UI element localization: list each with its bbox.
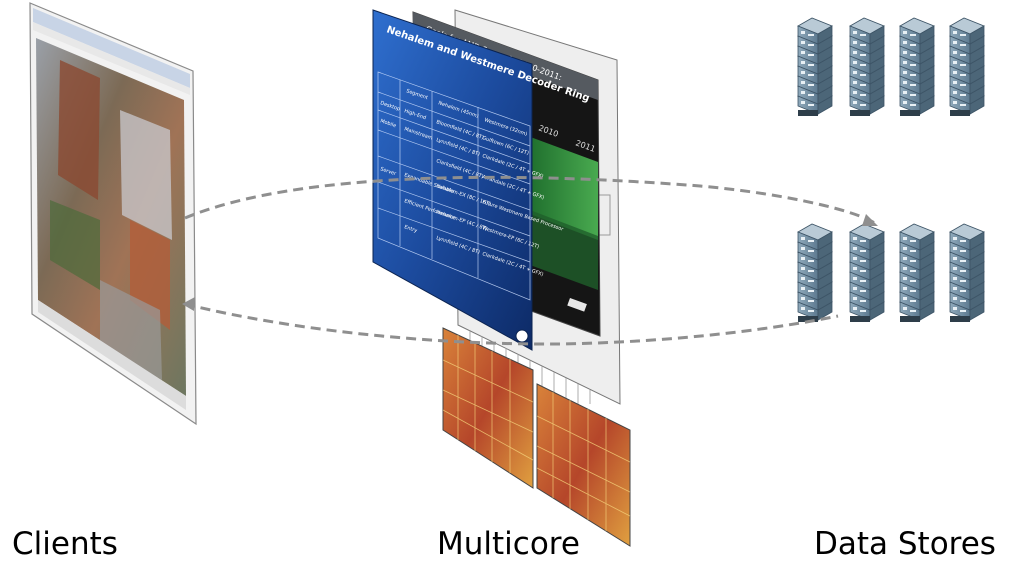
server-rack-icon xyxy=(900,18,934,116)
cpu-die-icon xyxy=(536,383,631,547)
server-rack-icon xyxy=(950,18,984,116)
server-rack-icon xyxy=(798,18,832,116)
server-rack-icon xyxy=(798,224,832,322)
server-rack-icon xyxy=(850,18,884,116)
client-browser-window xyxy=(29,2,197,426)
table-cell: Server xyxy=(379,166,397,177)
cpu-die-icon xyxy=(442,327,534,489)
server-rack-icon xyxy=(850,224,884,322)
data-stores-top xyxy=(798,18,984,116)
intel-slide xyxy=(372,9,533,351)
data-stores-label: Data Stores xyxy=(814,526,996,562)
connection-ellipse xyxy=(184,175,877,346)
multicore-label: Multicore xyxy=(437,526,580,562)
data-stores-bottom xyxy=(798,224,984,322)
multicore-stack: Goals for AMD Server in 2010-2011: 2010 … xyxy=(372,9,631,547)
server-rack-icon xyxy=(900,224,934,322)
server-rack-icon xyxy=(950,224,984,322)
table-cell: Entry xyxy=(403,224,418,234)
clients-label: Clients xyxy=(12,526,118,562)
table-cell: Mobile xyxy=(379,118,396,129)
connector-arrowheads xyxy=(182,214,878,311)
